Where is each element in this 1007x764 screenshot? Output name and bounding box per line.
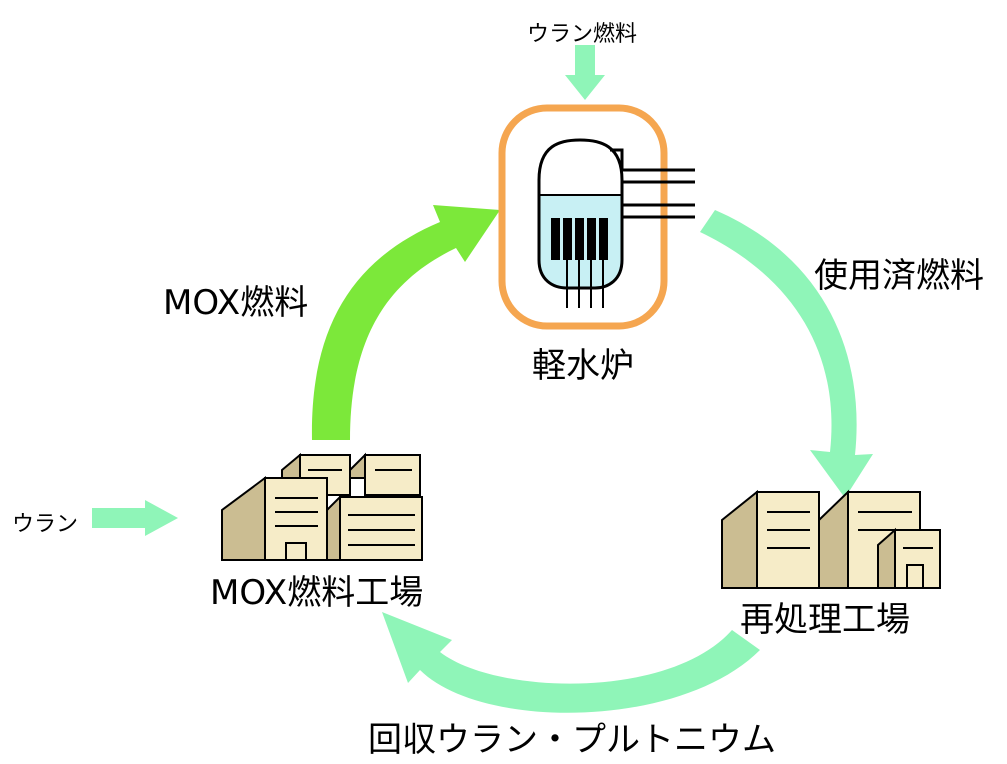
- reactor-label: 軽水炉: [532, 346, 634, 386]
- spent-fuel-arrow: [700, 210, 873, 498]
- reprocessing-plant-label: 再処理工場: [740, 600, 910, 640]
- mox-fuel-arrow: [311, 205, 500, 440]
- mox-fuel-label: MOX燃料: [163, 283, 309, 323]
- mox-plant-label: MOX燃料工場: [210, 573, 424, 613]
- reactor-icon: [498, 104, 695, 330]
- mox-plant-icon: [221, 452, 423, 561]
- uranium-fuel-input-label: ウラン燃料: [527, 22, 638, 47]
- uranium-input-label: ウラン: [12, 512, 79, 537]
- spent-fuel-label: 使用済燃料: [814, 256, 984, 296]
- uranium-input-arrow: [92, 500, 178, 536]
- recovered-uranium-plutonium-label: 回収ウラン・プルトニウム: [368, 720, 776, 760]
- reprocessing-plant-icon: [721, 489, 941, 589]
- recovered-arrow: [382, 612, 760, 713]
- uranium-fuel-input-arrow: [565, 45, 605, 100]
